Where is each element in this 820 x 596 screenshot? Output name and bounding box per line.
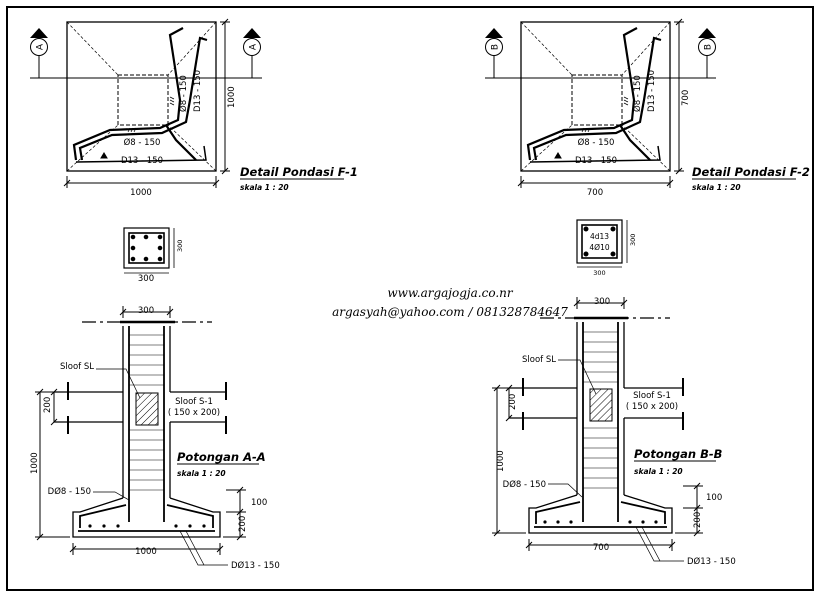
col2-rebar-tie: 4Ø10 xyxy=(589,243,609,252)
sheet-border xyxy=(6,6,814,591)
secB-dim-total-h: 1000 xyxy=(496,450,506,472)
f2-width-dim: 700 xyxy=(587,188,603,198)
section-b-b xyxy=(492,297,703,562)
f2-scale: skala 1 : 20 xyxy=(692,183,741,192)
secA-sloof-s1-size: ( 150 x 200) xyxy=(168,408,220,418)
secA-sloof-sl: Sloof SL xyxy=(60,362,94,372)
secA-dim-100: 100 xyxy=(251,498,267,508)
secB-dim-200-sloof: 200 xyxy=(508,394,518,410)
secA-rebar-bottom: DØ13 - 150 xyxy=(231,560,280,571)
secB-sloof-s1: Sloof S-1 xyxy=(633,391,671,401)
secB-dim-200-base: 200 xyxy=(693,512,703,528)
section-marker-a-left-label: A xyxy=(36,43,46,50)
f1-rebar-bottom-label: D13 - 150 xyxy=(121,156,163,166)
secA-dim-base-w: 1000 xyxy=(135,547,157,557)
section-marker-a-right-label: A xyxy=(249,43,259,50)
column-section-2 xyxy=(576,219,628,268)
f2-rebar-bottom-label: D13 - 150 xyxy=(575,156,617,166)
secB-dim-base-w: 700 xyxy=(593,543,609,553)
section-a-a xyxy=(35,306,246,566)
column-outline-f1 xyxy=(117,74,169,126)
f2-rebar-side-a-label: Ø8 - 150 xyxy=(632,75,643,112)
f1-rebar-side-b-label: D13 - 150 xyxy=(193,70,203,112)
section-marker-a-right: A xyxy=(243,28,261,78)
plan-f2 xyxy=(485,18,716,188)
section-marker-b-left: B xyxy=(485,28,503,78)
col1-height-dim: 300 xyxy=(176,240,184,252)
f2-title: Detail Pondasi F-2 xyxy=(692,165,810,179)
secB-rebar-tie: DØ8 - 150 xyxy=(503,479,546,490)
col2-rebar-main: 4d13 xyxy=(590,232,609,241)
secB-title: Potongan B-B xyxy=(634,447,723,461)
section-marker-b-right-label: B xyxy=(704,44,714,50)
f2-height-dim: 700 xyxy=(681,90,691,106)
secB-dim-100: 100 xyxy=(706,493,722,503)
secA-title: Potongan A-A xyxy=(177,450,266,464)
secA-dim-200-sloof: 200 xyxy=(43,397,53,413)
section-marker-b-left-label: B xyxy=(491,44,501,50)
secA-rebar-tie: DØ8 - 150 xyxy=(48,486,91,497)
secB-rebar-bottom: DØ13 - 150 xyxy=(687,556,736,567)
f1-height-dim: 1000 xyxy=(227,86,237,108)
col1-width-dim: 300 xyxy=(138,274,154,284)
f1-width-dim: 1000 xyxy=(130,188,152,198)
col2-height-dim: 300 xyxy=(629,234,637,246)
f2-rebar-top-label: Ø8 - 150 xyxy=(578,137,615,148)
column-outline-f2 xyxy=(571,74,623,126)
f1-rebar-side-a-label: Ø8 - 150 xyxy=(178,75,189,112)
secA-dim-total-h: 1000 xyxy=(30,452,40,474)
secB-sloof-s1-size: ( 150 x 200) xyxy=(626,402,678,412)
secA-sloof-s1: Sloof S-1 xyxy=(175,397,213,407)
secA-col-dim: 300 xyxy=(138,306,154,316)
secB-sloof-sl: Sloof SL xyxy=(522,355,556,365)
column-section-1 xyxy=(123,227,175,274)
website-text: www.argajogja.co.nr xyxy=(387,286,514,300)
f1-title: Detail Pondasi F-1 xyxy=(240,165,358,179)
f1-rebar-top-label: Ø8 - 150 xyxy=(124,137,161,148)
secA-scale: skala 1 : 20 xyxy=(177,469,226,478)
section-marker-a-left: A xyxy=(30,28,48,78)
plan-f1 xyxy=(30,18,262,188)
secB-scale: skala 1 : 20 xyxy=(634,467,683,476)
contact-text: argasyah@yahoo.com / 081328784647 xyxy=(332,305,568,319)
footing-outline-f1 xyxy=(66,21,217,172)
secA-dim-200-base: 200 xyxy=(238,516,248,532)
footing-outline-f2 xyxy=(520,21,671,172)
col2-width-dim: 300 xyxy=(593,269,605,277)
section-marker-b-right: B xyxy=(698,28,716,78)
f1-scale: skala 1 : 20 xyxy=(240,183,289,192)
f2-rebar-side-b-label: D13 - 150 xyxy=(647,70,657,112)
secB-col-dim: 300 xyxy=(594,297,610,307)
